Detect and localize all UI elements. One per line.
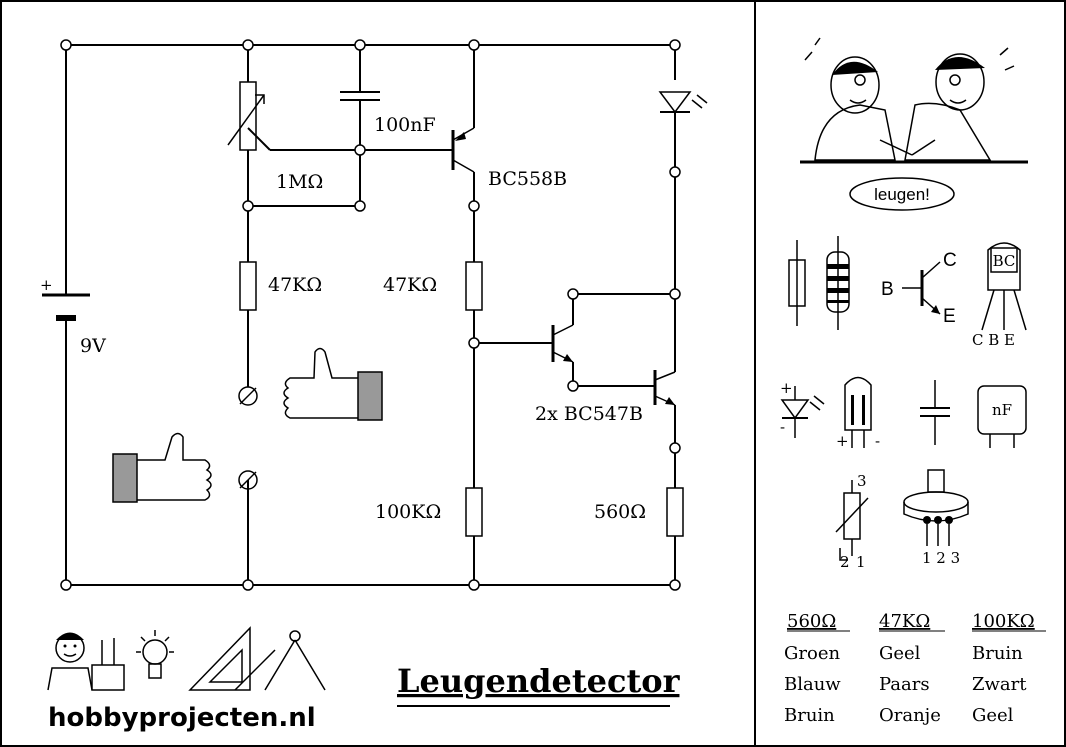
pot-pin3-label: 3 <box>857 472 867 490</box>
pot-pins-bottom-label: 1 2 3 <box>922 549 960 567</box>
resistor-r2 <box>465 261 483 311</box>
junction-nodes <box>60 39 681 591</box>
table-cell: Zwart <box>972 674 1027 695</box>
battery-plus-label: + <box>40 276 53 294</box>
speech-bubble <box>849 177 955 211</box>
table-cell: Paars <box>879 674 930 695</box>
capacitor-symbol <box>340 91 380 101</box>
pot-pin1-label: 1 <box>856 553 866 571</box>
pnp-transistor-symbol <box>451 127 475 173</box>
r4-value-label: 560Ω <box>594 501 646 523</box>
led-plus-label: + <box>780 379 793 397</box>
table-header: 47KΩ <box>879 611 930 632</box>
cap-box-label: nF <box>992 401 1012 419</box>
table-cell: Geel <box>972 705 1014 726</box>
npn-transistor-2 <box>653 370 676 406</box>
potentiometer-legend-icon <box>835 469 969 561</box>
hand-right-icon <box>283 347 383 421</box>
pot-pin2-label: 2 <box>840 553 850 571</box>
r3-value-label: 100KΩ <box>375 501 441 523</box>
hand-left-icon <box>112 432 212 503</box>
led-minus-label: - <box>780 418 785 436</box>
led-symbol <box>658 91 708 114</box>
led-package-minus: - <box>875 432 880 450</box>
table-header: 100KΩ <box>972 611 1035 632</box>
led-package-plus: + <box>836 432 849 450</box>
lie-detector-cartoon-icon <box>800 37 1028 164</box>
probe-bottom <box>238 470 258 490</box>
capacitor-legend-icon <box>920 380 1027 448</box>
transistor-pin-b: B <box>881 279 894 300</box>
capacitor-value-label: 100nF <box>374 114 436 136</box>
table-cell: Blauw <box>784 674 841 695</box>
resistor-r4 <box>666 487 684 537</box>
potentiometer-symbol <box>227 81 265 151</box>
pot-value-label: 1MΩ <box>276 171 323 193</box>
color-code-table: 560Ω 47KΩ 100KΩ Groen Geel Bruin Blauw P… <box>784 611 1046 726</box>
table-cell: Oranje <box>879 705 941 726</box>
npn-type-label: 2x BC547B <box>535 403 643 425</box>
hobby-logo-icon <box>47 626 326 691</box>
table-cell: Geel <box>879 643 921 664</box>
r2-value-label: 47KΩ <box>383 274 437 296</box>
to92-package-icon <box>981 242 1027 331</box>
transistor-pin-c: C <box>943 250 957 271</box>
circuit-wires <box>65 44 676 586</box>
to92-pins: C B E <box>972 331 1015 349</box>
resistor-r3 <box>465 487 483 537</box>
table-cell: Bruin <box>784 705 835 726</box>
to92-label: BC <box>993 252 1016 270</box>
resistor-legend-icon <box>788 236 850 330</box>
table-header: 560Ω <box>787 611 836 632</box>
site-name: hobbyprojecten.nl <box>48 703 316 733</box>
battery-symbol <box>42 293 90 321</box>
transistor-pin-e: E <box>943 306 956 327</box>
pnp-type-label: BC558B <box>488 168 567 190</box>
speech-bubble-text: leugen! <box>874 185 930 204</box>
resistor-r1 <box>239 261 257 311</box>
table-cell: Bruin <box>972 643 1023 664</box>
probe-top <box>238 386 258 406</box>
transistor-legend-icon <box>902 261 941 315</box>
table-cell: Groen <box>784 643 840 664</box>
r1-value-label: 47KΩ <box>268 274 322 296</box>
diagram-title: Leugendetector <box>397 662 681 700</box>
battery-voltage-label: 9V <box>80 335 106 357</box>
npn-transistor-1 <box>551 324 574 363</box>
led-legend-icon <box>780 376 872 448</box>
